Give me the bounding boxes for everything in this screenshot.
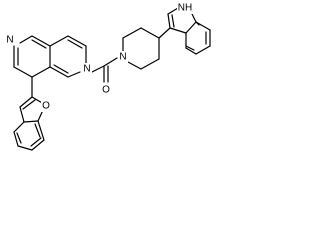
bond [49, 35, 69, 47]
bond [13, 131, 19, 147]
structure-canvas: N N O N NH O [0, 0, 215, 156]
bond [195, 21, 200, 26]
bond [195, 21, 211, 31]
benzofuran-ring-system [13, 96, 45, 151]
bond [167, 7, 179, 15]
molecule-drawing: N N O N NH O [5, 2, 211, 151]
piperidine-ring [122, 27, 171, 70]
bond [127, 61, 142, 70]
bond [169, 27, 187, 34]
bond [185, 21, 197, 34]
atom-label-n: N [119, 52, 126, 63]
bond [17, 145, 33, 151]
bond [16, 132, 22, 144]
bond [185, 45, 195, 51]
bond [19, 96, 33, 108]
bond [195, 45, 211, 55]
atom-label-n: N [83, 64, 90, 75]
bond [13, 121, 25, 133]
bond [22, 99, 36, 110]
bond [53, 64, 69, 74]
naphthyridine-ring-system [13, 35, 87, 98]
carbonyl-linker [91, 57, 118, 83]
bond [140, 58, 160, 70]
bond [67, 35, 87, 47]
atom-label-o: O [102, 85, 110, 96]
bond [122, 27, 142, 39]
bond [67, 71, 81, 78]
atom-labels: N N O N NH O [5, 2, 193, 112]
bond [171, 14, 175, 28]
bond [19, 35, 33, 44]
atom-label-nh: NH [178, 3, 192, 14]
bond [158, 27, 171, 39]
bond [23, 120, 39, 123]
bond [37, 120, 45, 141]
bond [31, 39, 47, 49]
bond [31, 35, 51, 47]
atom-label-n: N [6, 35, 13, 46]
bond [13, 66, 33, 78]
bond [31, 139, 45, 151]
bond [167, 13, 171, 29]
bond [30, 137, 42, 147]
atom-label-o: O [42, 101, 50, 112]
bond [19, 106, 25, 123]
bond [31, 66, 51, 78]
bond [34, 123, 41, 138]
bond [103, 57, 118, 67]
bond [91, 65, 105, 73]
bond [49, 66, 69, 78]
indole-ring-system [167, 7, 211, 55]
bond [140, 27, 160, 39]
bond [185, 47, 197, 55]
bond [67, 39, 83, 49]
